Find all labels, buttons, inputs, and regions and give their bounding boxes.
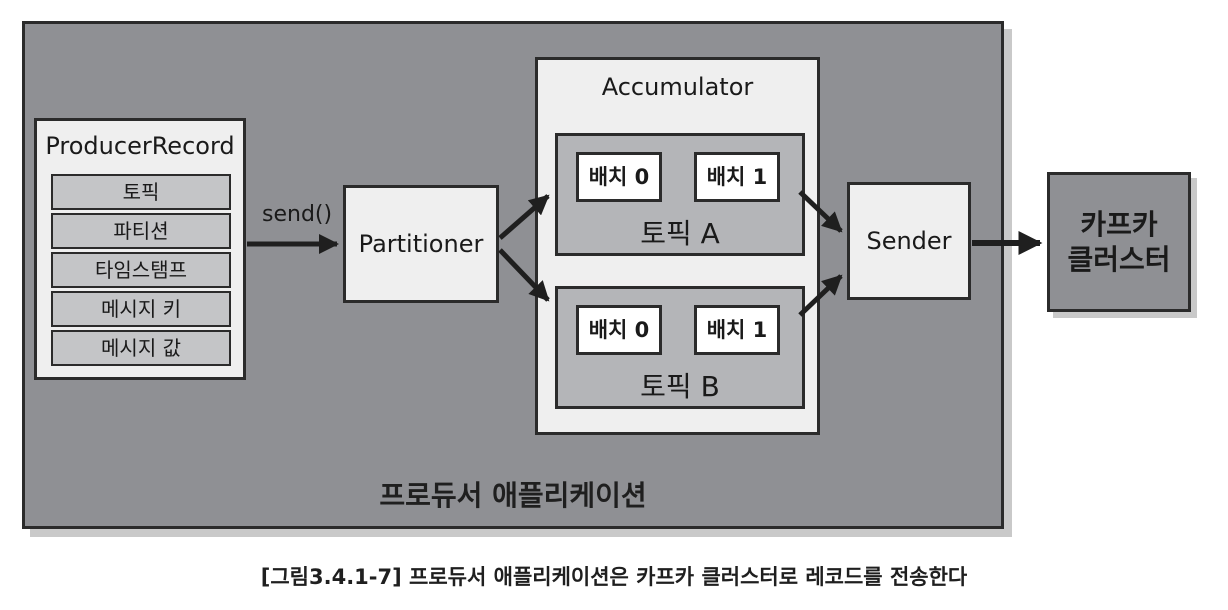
topic-b-batch-0: 배치 0 bbox=[576, 305, 662, 355]
producer-application-label: 프로듀서 애플리케이션 bbox=[379, 479, 647, 512]
accumulator-box: Accumulator 배치 0 배치 1 토픽 A 배치 0 배치 1 토픽 … bbox=[535, 57, 820, 435]
topic-a-label: 토픽 A bbox=[640, 217, 720, 250]
kafka-cluster-line1: 카프카 bbox=[1080, 208, 1158, 241]
topic-a-to-sender-arrow bbox=[798, 190, 843, 233]
topic-a-batch-1: 배치 1 bbox=[694, 152, 780, 202]
figure-caption: [그림3.4.1-7] 프로듀서 애플리케이션은 카프카 클러스터로 레코드를 … bbox=[260, 565, 968, 589]
topic-b-to-sender-arrow bbox=[798, 274, 843, 317]
topic-a-batch-0: 배치 0 bbox=[576, 152, 662, 202]
accumulator-title: Accumulator bbox=[601, 73, 754, 101]
record-field-message-value: 메시지 값 bbox=[51, 330, 231, 366]
record-field-message-key: 메시지 키 bbox=[51, 291, 231, 327]
partitioner-to-topic-a-arrow bbox=[498, 194, 550, 240]
topic-a-box: 배치 0 배치 1 토픽 A bbox=[555, 133, 805, 256]
partitioner-to-topic-b-arrow bbox=[498, 248, 550, 302]
record-field-timestamp: 타임스탬프 bbox=[51, 252, 231, 288]
producer-record-title: ProducerRecord bbox=[45, 132, 235, 160]
send-call-label: send() bbox=[262, 202, 333, 227]
kafka-cluster-line2: 클러스터 bbox=[1067, 243, 1171, 276]
sender-box: Sender bbox=[847, 182, 971, 300]
record-field-topic: 토픽 bbox=[51, 174, 231, 210]
topic-b-label: 토픽 B bbox=[640, 370, 720, 403]
partitioner-box: Partitioner bbox=[343, 185, 499, 303]
record-field-partition: 파티션 bbox=[51, 213, 231, 249]
kafka-cluster-box: 카프카 클러스터 bbox=[1047, 172, 1191, 312]
topic-b-batch-1: 배치 1 bbox=[694, 305, 780, 355]
topic-b-box: 배치 0 배치 1 토픽 B bbox=[555, 286, 805, 409]
producer-record-box: ProducerRecord 토픽 파티션 타임스탬프 메시지 키 메시지 값 bbox=[34, 118, 246, 380]
